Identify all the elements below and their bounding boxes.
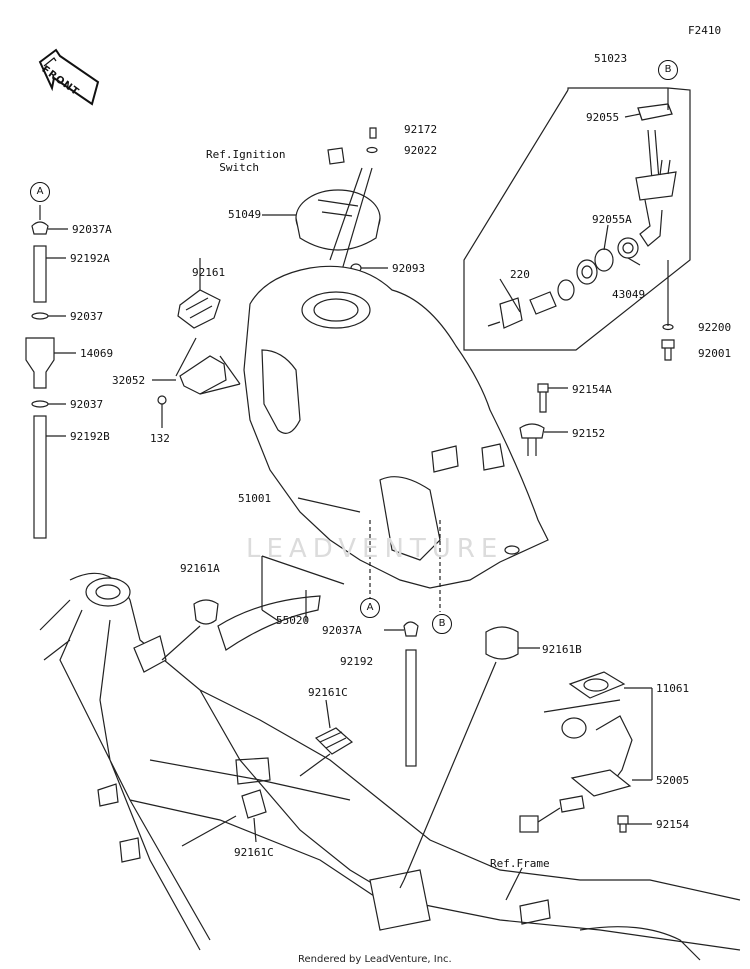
part-label-14069[interactable]: 14069 [80,347,114,360]
part-label-32052[interactable]: 32052 [112,374,146,387]
front-arrow-icon [38,48,100,106]
part-label-92037-2[interactable]: 92037 [70,398,104,411]
ref-ignition-switch-label: Ref.Ignition Switch [206,148,286,174]
part-label-43049[interactable]: 43049 [612,288,646,301]
figure-code: F2410 [688,24,722,37]
part-label-92037a-bottom[interactable]: 92037A [322,624,362,637]
watermark-text: LEADVENTURE [246,534,504,564]
part-label-92154a[interactable]: 92154A [572,383,612,396]
part-label-92001[interactable]: 92001 [698,347,732,360]
part-label-92055a[interactable]: 92055A [592,213,632,226]
fuel-tank-outline [243,265,549,589]
part-label-132[interactable]: 132 [150,432,170,445]
part-label-92192a[interactable]: 92192A [70,252,110,265]
part-label-92154[interactable]: 92154 [656,818,690,831]
part-label-92037-1[interactable]: 92037 [70,310,104,323]
part-label-220[interactable]: 220 [510,268,530,281]
fuel-tap-box [463,87,691,351]
part-label-92093[interactable]: 92093 [392,262,426,275]
part-label-51001[interactable]: 51001 [238,492,272,505]
part-label-92161b[interactable]: 92161B [542,643,582,656]
part-label-92161c-1[interactable]: 92161C [308,686,348,699]
part-label-92037a-top[interactable]: 92037A [72,223,112,236]
part-label-92022[interactable]: 92022 [404,144,438,157]
ref-frame-label: Ref.Frame [490,857,550,870]
part-label-92192[interactable]: 92192 [340,655,374,668]
rendered-by-credit: Rendered by LeadVenture, Inc. [298,954,452,965]
part-label-92161c-2[interactable]: 92161C [234,846,274,859]
part-label-51023[interactable]: 51023 [594,52,628,65]
part-label-55020[interactable]: 55020 [276,614,310,627]
callout-a-bottom: A [360,598,380,618]
part-label-92055[interactable]: 92055 [586,111,620,124]
part-label-92152[interactable]: 92152 [572,427,606,440]
part-label-92161[interactable]: 92161 [192,266,226,279]
part-label-52005[interactable]: 52005 [656,774,690,787]
part-label-92172[interactable]: 92172 [404,123,438,136]
callout-b-top: B [658,60,678,80]
fuel-tap-bracket-line [567,87,668,90]
part-label-51049[interactable]: 51049 [228,208,262,221]
callout-b-bottom: B [432,614,452,634]
part-label-92200[interactable]: 92200 [698,321,732,334]
part-label-92192b[interactable]: 92192B [70,430,110,443]
callout-a-left: A [30,182,50,202]
part-label-11061[interactable]: 11061 [656,682,690,695]
part-label-92161a[interactable]: 92161A [180,562,220,575]
